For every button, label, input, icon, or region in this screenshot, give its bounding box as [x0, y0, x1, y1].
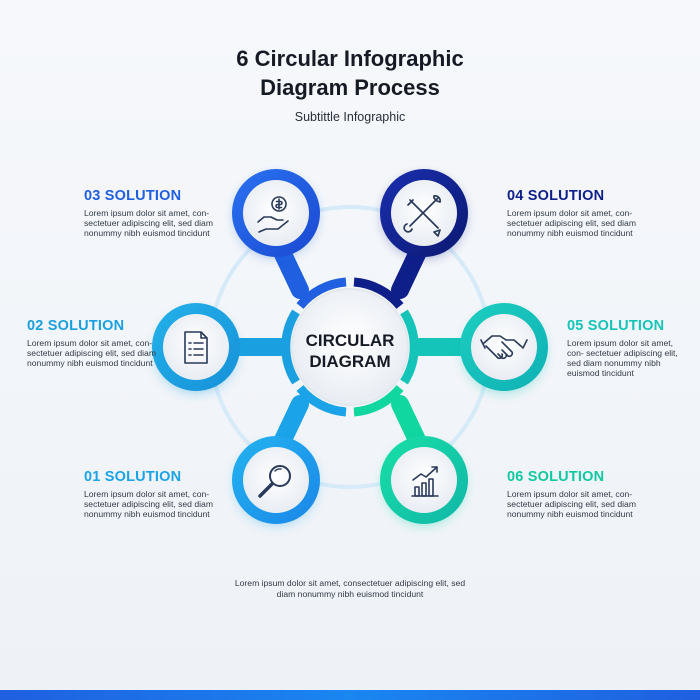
ring-segment-06	[353, 385, 404, 417]
node-01	[232, 436, 320, 524]
hand-coin-icon	[257, 196, 289, 233]
node-05	[460, 303, 548, 391]
ring-segment-03	[296, 277, 347, 309]
document-list-icon	[184, 331, 208, 364]
footer-description: Lorem ipsum dolor sit amet, consectetuer…	[234, 578, 466, 599]
connectors	[231, 243, 471, 451]
node-03	[232, 169, 320, 257]
solution-04-title: 04 SOLUTION	[507, 188, 605, 204]
solution-05-title: 05 SOLUTION	[567, 318, 665, 334]
solution-04-text: Lorem ipsum dolor sit amet, con- sectetu…	[507, 208, 636, 238]
page-subtitle: Subtittle Infographic	[294, 110, 406, 124]
handshake-icon	[480, 335, 528, 360]
magnifier-icon	[258, 465, 291, 498]
solution-03-title: 03 SOLUTION	[84, 188, 182, 204]
bottom-accent-bar	[0, 690, 700, 700]
solution-05: 05 SOLUTION Lorem ipsum dolor sit amet, …	[567, 318, 692, 378]
growth-chart-icon	[411, 466, 439, 497]
ring-segment-04	[353, 277, 404, 309]
solution-02: 02 SOLUTION Lorem ipsum dolor sit amet, …	[27, 318, 162, 368]
solution-03: 03 SOLUTION Lorem ipsum dolor sit amet, …	[84, 188, 219, 238]
solution-06: 06 SOLUTION Lorem ipsum dolor sit amet, …	[507, 469, 642, 519]
title-line-2: Diagram Process	[260, 75, 440, 100]
solution-06-title: 06 SOLUTION	[507, 469, 605, 485]
ring-segment-01	[296, 385, 347, 417]
solution-01: 01 SOLUTION Lorem ipsum dolor sit amet, …	[84, 469, 219, 519]
solution-02-title: 02 SOLUTION	[27, 318, 125, 334]
node-02	[152, 303, 240, 391]
center-label-line-2: DIAGRAM	[309, 352, 390, 371]
center-label-line-1: CIRCULAR	[306, 331, 395, 350]
solution-01-title: 01 SOLUTION	[84, 469, 182, 485]
solution-06-text: Lorem ipsum dolor sit amet, con- sectetu…	[507, 489, 636, 519]
solution-02-text: Lorem ipsum dolor sit amet, con- sectetu…	[27, 338, 156, 368]
solution-05-text: Lorem ipsum dolor sit amet, con- sectetu…	[567, 338, 678, 378]
node-06	[380, 436, 468, 524]
solution-04: 04 SOLUTION Lorem ipsum dolor sit amet, …	[507, 188, 642, 238]
page-title: 6 Circular Infographic Diagram Process	[0, 44, 700, 102]
solution-03-text: Lorem ipsum dolor sit amet, con- sectetu…	[84, 208, 213, 238]
title-line-1: 6 Circular Infographic	[236, 46, 464, 71]
solution-01-text: Lorem ipsum dolor sit amet, con- sectetu…	[84, 489, 213, 519]
center-ring	[281, 277, 419, 417]
tools-icon	[403, 195, 441, 237]
center-disc	[291, 288, 409, 406]
